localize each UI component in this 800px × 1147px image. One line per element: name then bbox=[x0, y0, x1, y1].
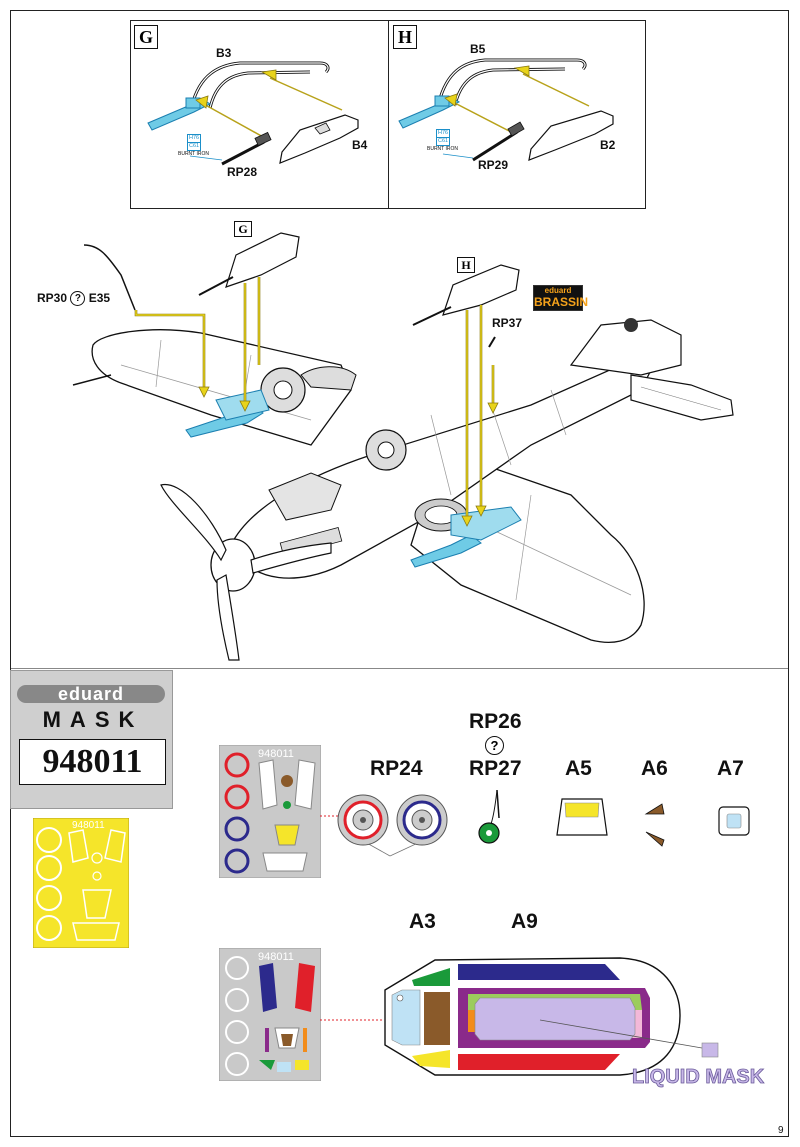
rp26-question-icon: ? bbox=[485, 736, 504, 755]
label-rp29: RP29 bbox=[478, 158, 509, 172]
label-b3: B3 bbox=[216, 46, 232, 60]
label-g-burnt-iron: BURNT IRON bbox=[178, 151, 210, 157]
label-h-c61: C61 bbox=[436, 137, 451, 146]
yellow-sheet-code: 948011 bbox=[72, 820, 105, 831]
rp30-text: RP30 bbox=[37, 291, 68, 305]
brassin-logo: eduard BRASSIN bbox=[533, 285, 589, 311]
label-b5: B5 bbox=[470, 42, 486, 56]
eduard-mask-logo: eduard MASK 948011 bbox=[10, 670, 173, 809]
brassin-logo-top: eduard bbox=[544, 286, 572, 295]
label-rp24: RP24 bbox=[370, 757, 423, 780]
main-g-letter: G bbox=[234, 221, 252, 237]
panel-h-drawing bbox=[398, 58, 614, 162]
a7-part bbox=[718, 806, 750, 836]
subpanel-divider bbox=[388, 20, 389, 209]
page-number: 9 bbox=[778, 1125, 784, 1136]
label-a5: A5 bbox=[565, 757, 592, 780]
label-h-burnt-iron: BURNT IRON bbox=[427, 146, 459, 152]
panel-h-letter: H bbox=[393, 25, 417, 49]
rp24-wheels bbox=[337, 794, 448, 846]
label-a7: A7 bbox=[717, 757, 744, 780]
label-rp26: RP26 bbox=[469, 710, 522, 733]
label-a3: A3 bbox=[409, 910, 436, 933]
label-g-c61: C61 bbox=[187, 142, 202, 151]
label-rp27: RP27 bbox=[469, 757, 522, 780]
canopy-mask-diagram bbox=[384, 957, 719, 1076]
a5-part bbox=[556, 798, 608, 836]
label-b2: B2 bbox=[600, 138, 616, 152]
e35-text: E35 bbox=[88, 291, 111, 305]
label-a6: A6 bbox=[641, 757, 668, 780]
mask-code: 948011 bbox=[19, 739, 166, 785]
grey-sheet-code-bottom: 948011 bbox=[258, 951, 294, 963]
grey-mask-sheet-top bbox=[219, 745, 321, 878]
main-h-letter: H bbox=[457, 257, 475, 273]
question-icon: ? bbox=[485, 736, 504, 755]
mask-word: MASK bbox=[42, 707, 144, 732]
yellow-mask-sheet bbox=[33, 818, 129, 948]
question-icon: ? bbox=[70, 291, 86, 307]
liquid-mask-label: LIQUID MASK bbox=[632, 1066, 765, 1089]
brassin-logo-bottom: BRASSIN bbox=[534, 295, 589, 309]
eduard-brand: eduard bbox=[17, 685, 165, 703]
label-rp37: RP37 bbox=[492, 316, 523, 330]
label-rp30: RP30 ? E35 bbox=[37, 291, 111, 307]
label-rp28: RP28 bbox=[227, 165, 258, 179]
section-divider bbox=[11, 668, 788, 669]
rp27-tailwheel bbox=[478, 789, 500, 844]
grey-sheet-code-top: 948011 bbox=[258, 748, 294, 760]
label-b4: B4 bbox=[352, 138, 368, 152]
grey-mask-sheet-bottom bbox=[219, 948, 321, 1081]
label-a9: A9 bbox=[511, 910, 538, 933]
panel-g-drawing bbox=[147, 61, 359, 166]
page-frame bbox=[10, 10, 789, 1137]
a6-part bbox=[644, 803, 665, 847]
panel-g-letter: G bbox=[134, 25, 158, 49]
aircraft-underside-drawing bbox=[72, 232, 734, 661]
